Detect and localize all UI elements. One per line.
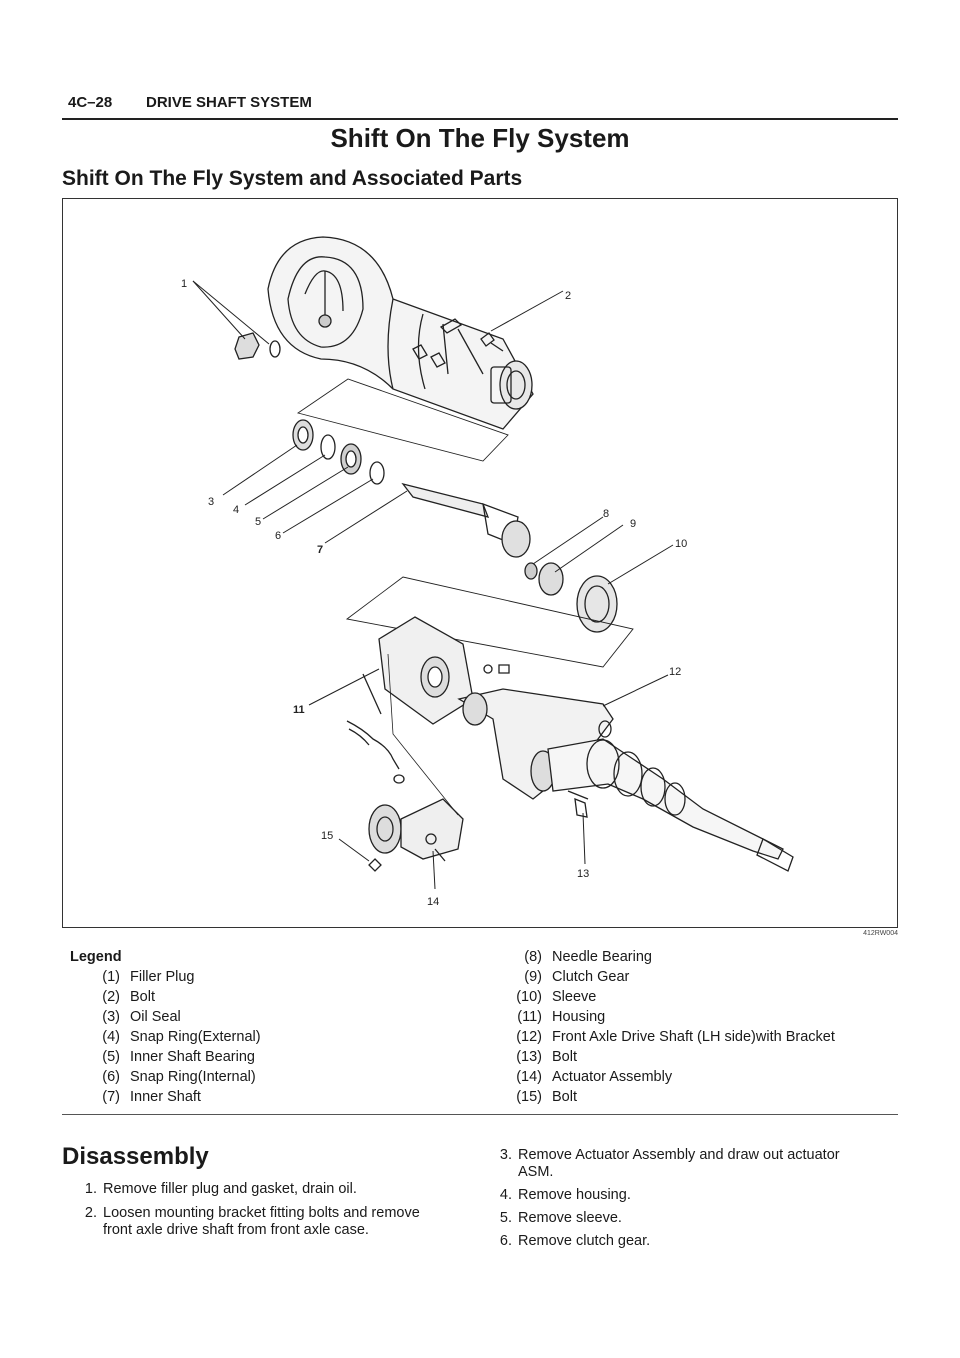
legend-title: Legend <box>70 949 122 965</box>
callout-8: 8 <box>603 508 609 520</box>
page-title: Shift On The Fly System <box>330 123 630 153</box>
callout-12: 12 <box>669 666 681 678</box>
callout-5: 5 <box>255 516 261 528</box>
callout-3: 3 <box>208 496 214 508</box>
exploded-parts-diagram: 1 2 3 4 5 6 7 8 9 10 11 12 13 14 15 <box>62 198 898 928</box>
callout-11: 11 <box>293 704 305 716</box>
callout-1: 1 <box>181 278 187 290</box>
callout-14: 14 <box>427 896 439 908</box>
callout-10: 10 <box>675 538 687 550</box>
figure-heading: Shift On The Fly System and Associated P… <box>62 167 523 190</box>
callout-4: 4 <box>233 504 239 516</box>
section-title: Disassembly <box>62 1143 209 1170</box>
page-number: 4C–28 <box>68 94 113 111</box>
step-item: 2. Loosen mounting bracket fitting bolts… <box>84 1205 420 1238</box>
section-name: DRIVE SHAFT SYSTEM <box>146 94 312 111</box>
figure-code: 412RW004 <box>863 930 898 937</box>
page-header: 4C–28 DRIVE SHAFT SYSTEM <box>62 92 898 120</box>
callout-6: 6 <box>275 530 281 542</box>
callout-9: 9 <box>630 518 636 530</box>
callout-labels: 1 2 3 4 5 6 7 8 9 10 11 12 13 14 15 <box>181 278 687 908</box>
callout-15: 15 <box>321 830 333 842</box>
callout-2: 2 <box>565 290 571 302</box>
legend: Legend (1)Filler Plug (2)Bolt (3)Oil Sea… <box>62 947 898 1115</box>
callout-13: 13 <box>577 868 589 880</box>
callout-7: 7 <box>317 544 323 556</box>
step-item: 3. Remove Actuator Assembly and draw out… <box>499 1147 840 1180</box>
diagram-drawing: 1 2 3 4 5 6 7 8 9 10 11 12 13 14 15 <box>181 236 794 908</box>
